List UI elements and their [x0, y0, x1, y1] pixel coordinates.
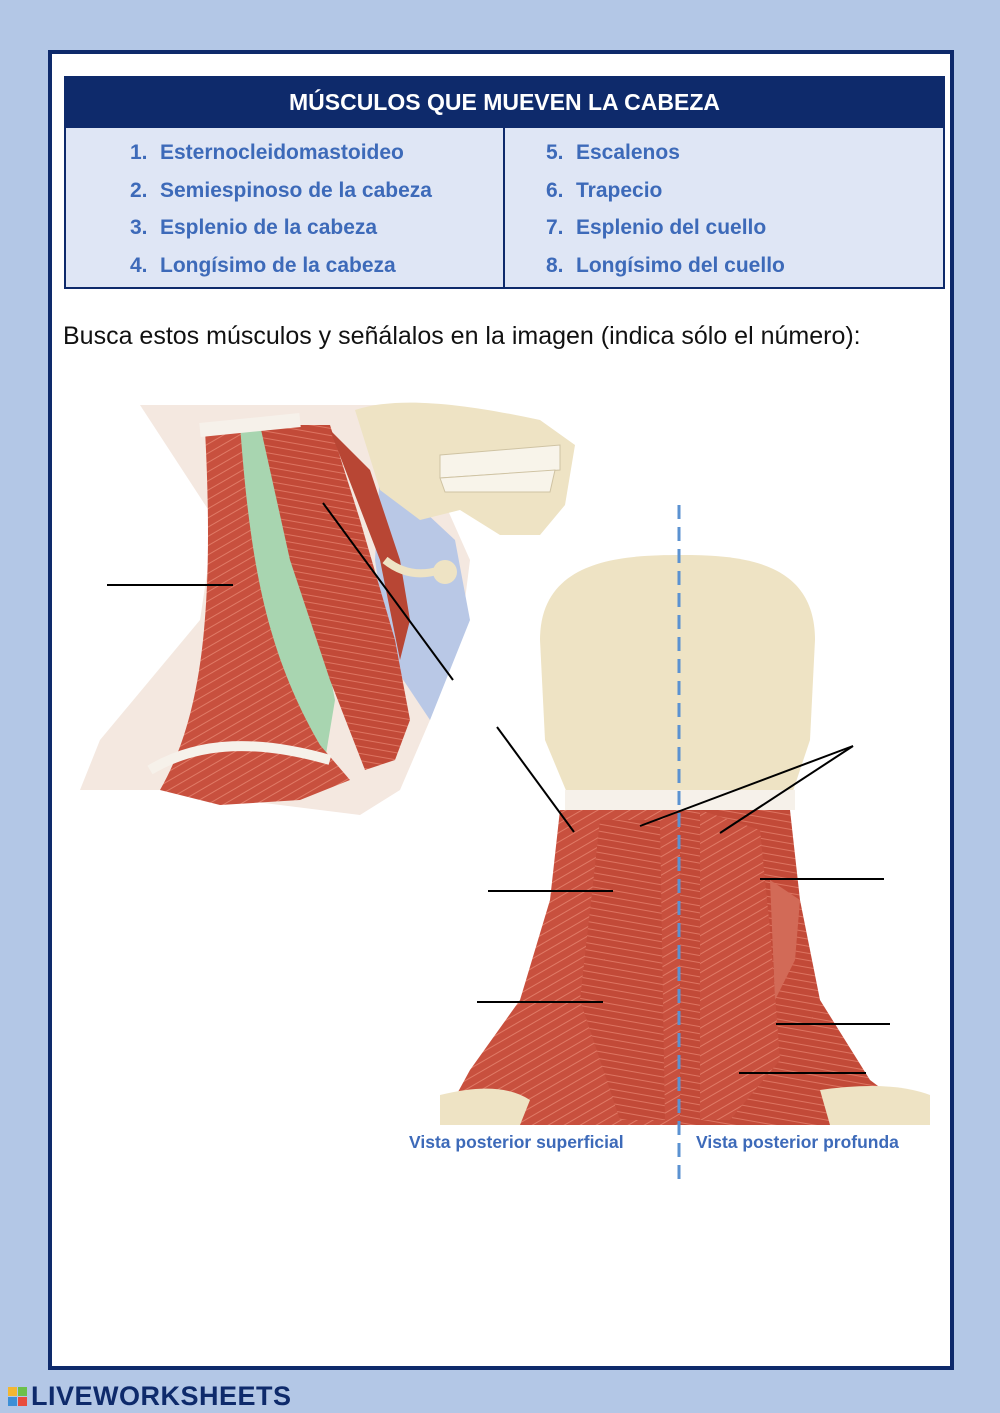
lateral-neck-view — [80, 402, 575, 815]
brand-name: LIVEWORKSHEETS — [31, 1380, 292, 1411]
muscle-list-left-column: 1.Esternocleidomastoideo 2.Semiespinoso … — [130, 136, 432, 286]
muscle-item-1: 1.Esternocleidomastoideo — [130, 141, 404, 164]
instruction-text: Busca estos músculos y señálalos en la i… — [63, 322, 861, 350]
logo-squares-icon — [8, 1386, 27, 1406]
worksheet-title: MÚSCULOS QUE MUEVEN LA CABEZA — [64, 76, 945, 128]
answer-leader-lines — [107, 502, 890, 1074]
liveworksheets-logo: LIVEWORKSHEETS — [8, 1380, 292, 1411]
muscle-item-2: 2.Semiespinoso de la cabeza — [130, 178, 432, 202]
muscle-item-7: 7.Esplenio del cuello — [546, 216, 767, 239]
muscle-list-right-column: 5.Escalenos 6.Trapecio 7.Esplenio del cu… — [546, 136, 785, 286]
muscle-item-6: 6.Trapecio — [546, 178, 663, 202]
muscle-item-8: 8.Longísimo del cuello — [546, 253, 785, 277]
skull-bone — [540, 555, 815, 800]
muscle-list-divider — [503, 128, 505, 289]
muscle-item-3: 3.Esplenio de la cabeza — [130, 216, 378, 239]
superficial-view-label: Vista posterior superficial — [409, 1132, 624, 1152]
sternocleidomastoid-muscle — [260, 425, 410, 770]
muscle-item-5: 5.Escalenos — [546, 141, 680, 164]
deep-view-label: Vista posterior profunda — [696, 1132, 899, 1152]
posterior-neck-view — [440, 555, 930, 1125]
muscle-item-4: 4.Longísimo de la cabeza — [130, 253, 396, 277]
